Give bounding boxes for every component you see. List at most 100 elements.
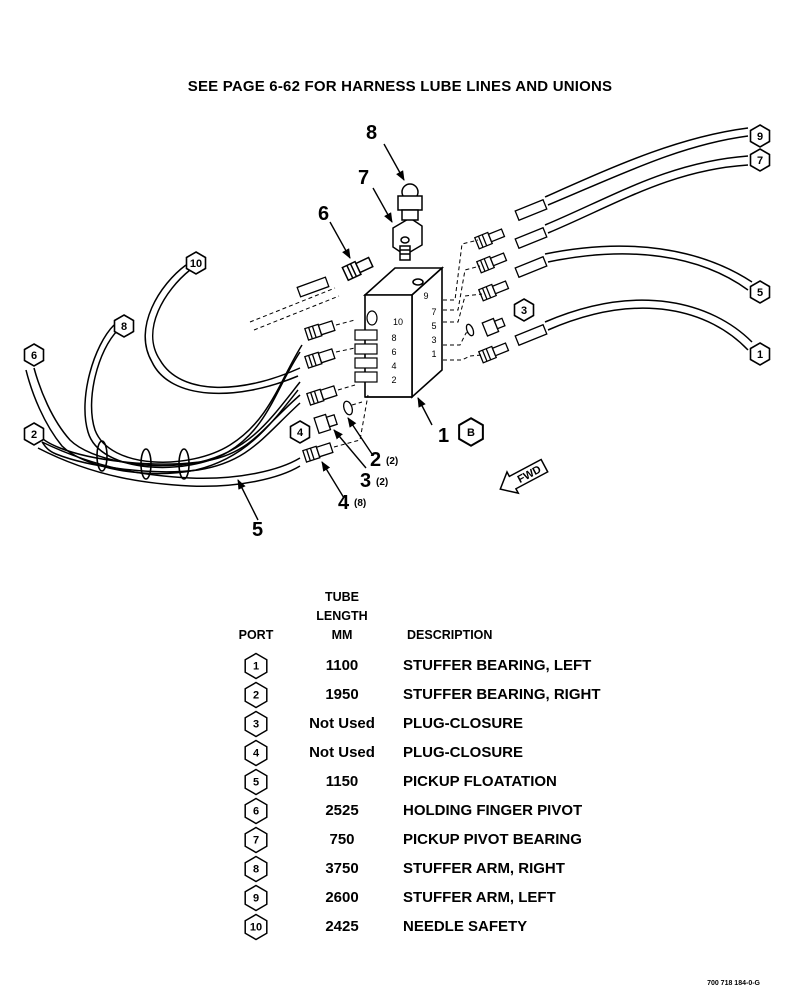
callout-4-qty: (8) bbox=[354, 498, 366, 509]
svg-text:10: 10 bbox=[393, 317, 403, 327]
description: PICKUP PIVOT BEARING bbox=[403, 831, 582, 848]
table-row: 1 1100 STUFFER BEARING, LEFT bbox=[225, 651, 667, 680]
port-badge: 1 bbox=[225, 651, 287, 680]
svg-text:FWD: FWD bbox=[516, 464, 544, 486]
table-row: 10 2425 NEEDLE SAFETY bbox=[225, 912, 667, 941]
callout-5: 5 bbox=[252, 519, 263, 541]
hidden-lines-right bbox=[436, 239, 483, 361]
port-badge: 2 bbox=[225, 680, 287, 709]
port-tag-4: 4 bbox=[289, 420, 311, 444]
description: STUFFER ARM, LEFT bbox=[403, 889, 556, 906]
svg-text:2: 2 bbox=[391, 375, 396, 385]
callout-2-qty: (2) bbox=[386, 456, 398, 467]
svg-text:B: B bbox=[467, 427, 475, 439]
fitting-8-grease bbox=[397, 183, 423, 221]
table-row: 9 2600 STUFFER ARM, LEFT bbox=[225, 883, 667, 912]
port-badge: 5 bbox=[225, 767, 287, 796]
tube-length: 2600 bbox=[325, 889, 359, 906]
header-tube-length-mm: TUBE LENGTH MM bbox=[316, 590, 368, 642]
callout-8: 8 bbox=[366, 122, 377, 144]
port-tag-3: 3 bbox=[513, 298, 535, 322]
port-tag-5: 5 bbox=[749, 280, 771, 304]
svg-text:5: 5 bbox=[431, 321, 436, 331]
tube-5-left bbox=[37, 441, 301, 488]
tube-length: 3750 bbox=[325, 860, 359, 877]
tube-length: 750 bbox=[329, 831, 355, 848]
fittings-right bbox=[465, 228, 510, 364]
fwd-arrow: FWD bbox=[499, 458, 549, 495]
lube-block-diagram: 10 8 6 4 2 9 7 5 3 1 bbox=[23, 122, 771, 541]
svg-text:10: 10 bbox=[190, 258, 202, 270]
port-tag-8: 8 bbox=[113, 314, 135, 338]
callout-4: 4 bbox=[338, 492, 350, 514]
port-tag-1: 1 bbox=[749, 342, 771, 366]
svg-text:8: 8 bbox=[391, 333, 396, 343]
tube-sleeves-right bbox=[514, 198, 548, 347]
port-badge: 4 bbox=[225, 738, 287, 767]
svg-text:7: 7 bbox=[757, 155, 763, 167]
callout-3-qty: (2) bbox=[376, 477, 388, 488]
port-badge: 3 bbox=[225, 709, 287, 738]
svg-text:4: 4 bbox=[391, 361, 396, 371]
callout-1: 1 bbox=[438, 425, 449, 447]
svg-text:2: 2 bbox=[31, 429, 37, 441]
table-row: 6 2525 HOLDING FINGER PIVOT bbox=[225, 796, 667, 825]
fitting-6 bbox=[341, 256, 374, 282]
description: HOLDING FINGER PIVOT bbox=[403, 802, 583, 819]
svg-text:6: 6 bbox=[31, 350, 37, 362]
tube-10 bbox=[144, 264, 301, 395]
tube-length: 2425 bbox=[325, 918, 359, 935]
tube-clamps bbox=[96, 440, 190, 480]
port-badge: 8 bbox=[225, 854, 287, 883]
port-tag-7: 7 bbox=[749, 148, 771, 172]
tube-length: 2525 bbox=[325, 802, 359, 819]
svg-text:1: 1 bbox=[431, 349, 436, 359]
tube-7 bbox=[544, 155, 749, 234]
port-badge: 7 bbox=[225, 825, 287, 854]
svg-text:7: 7 bbox=[431, 307, 436, 317]
port-tag-10: 10 bbox=[185, 251, 207, 275]
callout-2: 2 bbox=[370, 449, 381, 471]
tube-5 bbox=[544, 245, 753, 291]
svg-text:4: 4 bbox=[297, 427, 304, 439]
description: PLUG-CLOSURE bbox=[403, 715, 523, 732]
svg-text:5: 5 bbox=[253, 776, 259, 788]
port-badge: 6 bbox=[225, 796, 287, 825]
description: NEEDLE SAFETY bbox=[403, 918, 528, 935]
svg-text:1: 1 bbox=[253, 660, 259, 672]
leaders bbox=[237, 143, 433, 521]
tube-length: Not Used bbox=[309, 744, 375, 761]
block-left-ports bbox=[354, 310, 378, 383]
svg-text:9: 9 bbox=[423, 291, 428, 301]
svg-text:8: 8 bbox=[121, 321, 127, 333]
hidden-lines-left bbox=[333, 319, 369, 448]
port-tag-9: 9 bbox=[749, 124, 771, 148]
tube-length: 1150 bbox=[325, 773, 359, 790]
port-badge: 10 bbox=[225, 912, 287, 941]
tube-1 bbox=[544, 299, 753, 351]
svg-text:6: 6 bbox=[391, 347, 396, 357]
description: STUFFER BEARING, LEFT bbox=[403, 657, 592, 674]
callout-1-ref: B bbox=[458, 417, 484, 447]
svg-text:2: 2 bbox=[253, 689, 259, 701]
svg-text:3: 3 bbox=[521, 305, 527, 317]
tube-length: 1950 bbox=[325, 686, 359, 703]
svg-text:1: 1 bbox=[757, 349, 763, 361]
svg-text:4: 4 bbox=[253, 747, 260, 759]
svg-text:7: 7 bbox=[253, 834, 259, 846]
tube-2 bbox=[41, 394, 301, 473]
tube-length: 1100 bbox=[325, 657, 359, 674]
table-row: 7 750 PICKUP PIVOT BEARING bbox=[225, 825, 667, 854]
port-badge: 9 bbox=[225, 883, 287, 912]
block-port-numbers: 10 8 6 4 2 9 7 5 3 1 bbox=[391, 291, 436, 385]
tube-8 bbox=[84, 324, 303, 469]
svg-text:3: 3 bbox=[253, 718, 259, 730]
port-tag-6: 6 bbox=[23, 343, 45, 367]
svg-text:9: 9 bbox=[757, 131, 763, 143]
callout-3: 3 bbox=[360, 470, 371, 492]
